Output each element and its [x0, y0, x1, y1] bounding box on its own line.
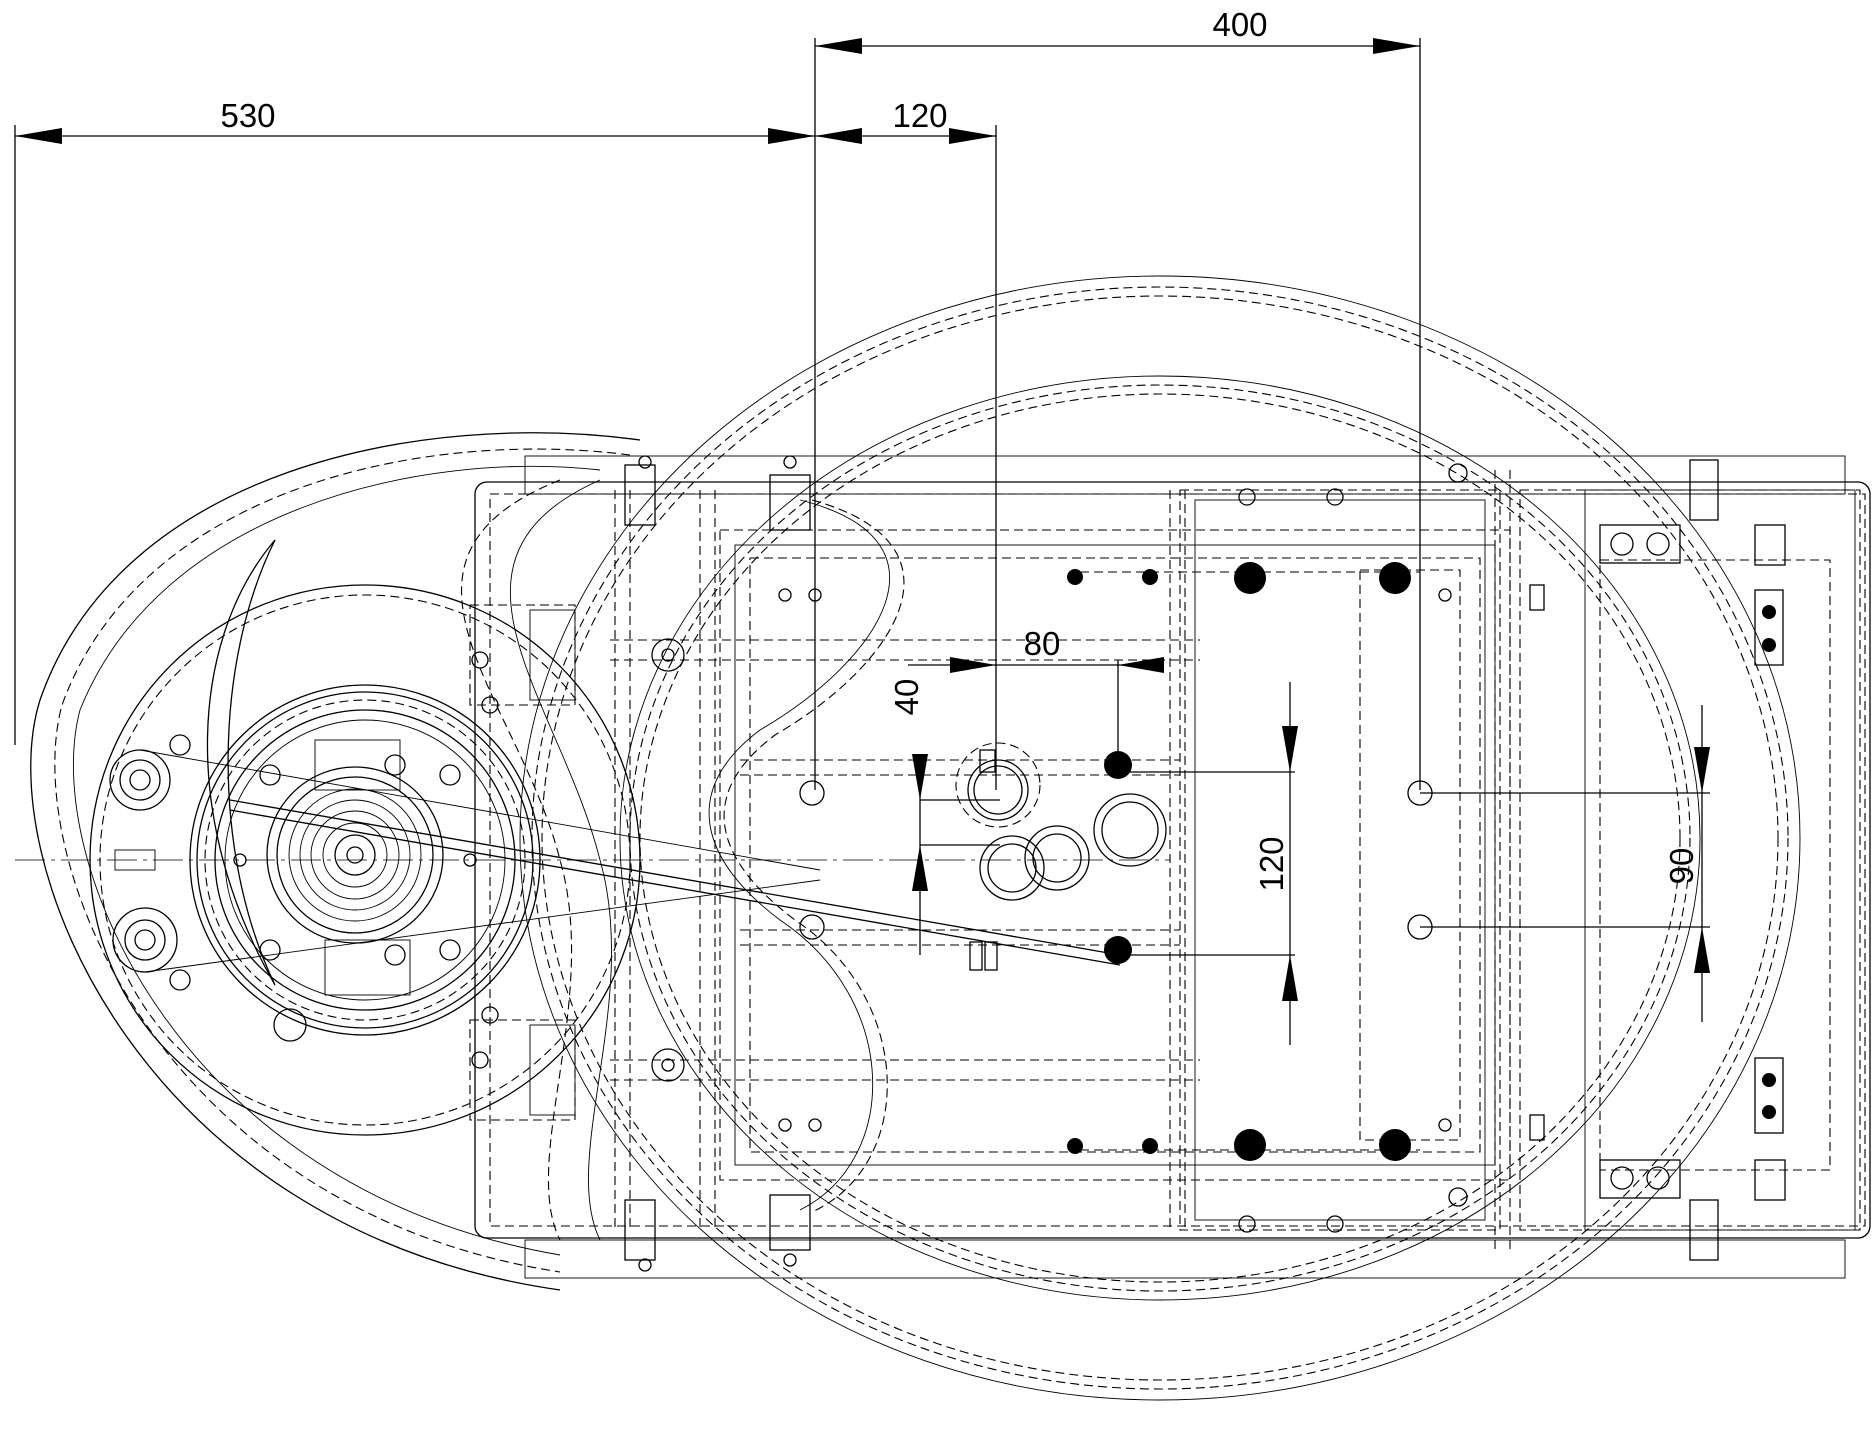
dimension-400: 400: [814, 6, 1421, 790]
dimension-120-top-label: 120: [892, 97, 947, 134]
brackets: [469, 604, 685, 1121]
outer-shell: [30, 275, 1801, 1401]
dimension-530-label: 530: [220, 97, 275, 134]
chassis-frame: [474, 455, 1871, 1279]
dimension-90-label: 90: [1663, 848, 1700, 885]
dimension-120-right-label: 120: [1253, 836, 1290, 891]
dimension-90: 90: [1420, 705, 1710, 1022]
corner-fixings: [624, 455, 1719, 1272]
right-end-blocks: [1599, 524, 1786, 1201]
dimension-530: 530: [14, 97, 815, 745]
dimension-40-label: 40: [888, 679, 925, 716]
curved-guides: [461, 479, 905, 1241]
dimension-400-label: 400: [1212, 6, 1267, 43]
dimension-40: 40: [888, 679, 1000, 955]
dimension-80-label: 80: [1024, 625, 1061, 662]
dimension-80: 80: [908, 625, 1164, 765]
dimension-120-right: 120: [1130, 682, 1298, 1045]
dimension-120-top: 120: [815, 97, 997, 790]
pulley-cluster: [955, 742, 1167, 971]
